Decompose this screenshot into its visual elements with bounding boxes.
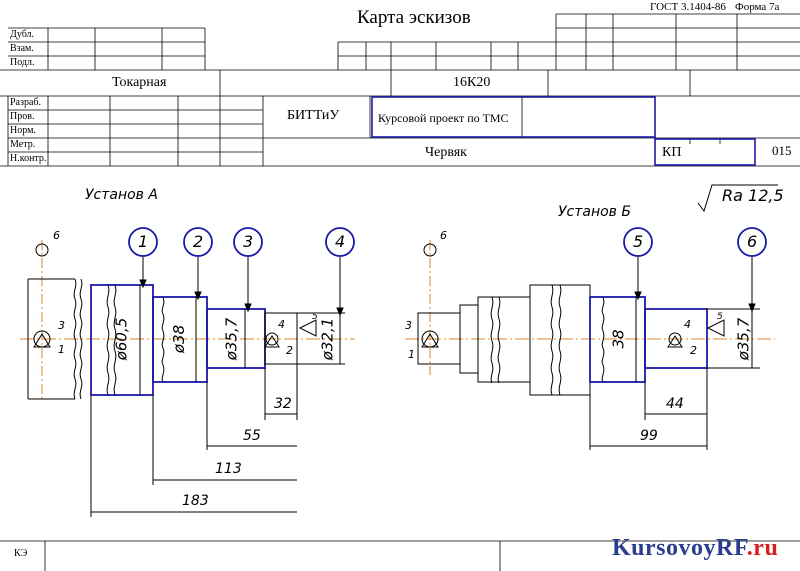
setup-b-label: Установ Б <box>558 204 631 220</box>
base-mark-1a: 1 <box>58 343 65 356</box>
roughness-value: Ra 12,5 <box>722 186 784 205</box>
watermark-part2: .ru <box>746 535 779 561</box>
dim-a-d321: ø32,1 <box>318 317 337 361</box>
label-vzam: Взам. <box>10 43 34 54</box>
dim-b-99: 99 <box>640 428 658 444</box>
part-name: Червяк <box>425 145 467 160</box>
dim-a-d60: ø60,5 <box>112 317 131 361</box>
watermark-part1: KursovoyRF <box>612 535 747 561</box>
label-dubl: Дубл. <box>10 29 35 40</box>
label-nkontr: Н.контр. <box>10 153 47 164</box>
setup-b-sketch <box>405 227 775 450</box>
organization-name: БИТТиУ <box>287 108 340 123</box>
project-title: Курсовой проект по ТМС <box>378 111 509 125</box>
project-box-frame <box>371 96 656 138</box>
dim-a-113: 113 <box>215 461 242 477</box>
dim-a-183: 183 <box>182 493 209 509</box>
dim-a-d357: ø35,7 <box>222 317 241 361</box>
base-mark-4b: 4 <box>684 318 691 331</box>
base-mark-1b: 1 <box>408 348 415 361</box>
title-block-grid <box>0 13 800 571</box>
dim-a-d38: ø38 <box>170 324 189 354</box>
doc-code: КП <box>662 145 682 160</box>
doc-code-box-frame <box>654 138 756 166</box>
base-mark-3b: 3 <box>405 319 412 332</box>
dim-a-55: 55 <box>243 428 261 444</box>
operation-name: Токарная <box>112 75 167 90</box>
dim-a-32: 32 <box>274 396 292 412</box>
gost-label: ГОСТ 3.1404-86 <box>650 1 726 13</box>
label-prov: Пров. <box>10 111 35 122</box>
base-mark-6a: 6 <box>53 229 60 242</box>
base-mark-2b: 2 <box>690 344 697 357</box>
dim-b-38: 38 <box>609 329 628 349</box>
roughness-symbol <box>697 184 778 213</box>
callout-2: 2 <box>193 232 204 251</box>
page-title: Карта эскизов <box>357 7 471 28</box>
base-mark-6b: 6 <box>440 229 447 242</box>
label-razrab: Разраб. <box>10 97 41 108</box>
callout-4: 4 <box>335 232 346 251</box>
callout-6: 6 <box>747 232 758 251</box>
footer-ke-label: КЭ <box>14 548 28 559</box>
sheet-number: 015 <box>772 143 792 158</box>
label-podl: Подл. <box>10 57 35 68</box>
watermark-logo[interactable]: KursovoyRF.ru <box>612 535 778 562</box>
callout-3: 3 <box>243 232 254 251</box>
base-mark-2a: 2 <box>286 344 293 357</box>
dim-b-44: 44 <box>666 396 684 412</box>
label-metr: Метр. <box>10 139 36 150</box>
dim-b-d357: ø35,7 <box>734 317 753 361</box>
label-norm: Норм. <box>10 125 36 136</box>
roughness-mark-a: 5 <box>312 312 318 322</box>
roughness-mark-b: 5 <box>717 312 723 322</box>
base-mark-3a: 3 <box>58 319 65 332</box>
setup-a-label: Установ А <box>85 187 158 203</box>
machine-model: 16К20 <box>453 75 491 90</box>
setup-a-sketch <box>20 227 355 517</box>
base-mark-4a: 4 <box>278 318 285 331</box>
callout-1: 1 <box>138 232 149 251</box>
form-label: Форма 7а <box>735 1 780 13</box>
callout-5: 5 <box>633 232 644 251</box>
